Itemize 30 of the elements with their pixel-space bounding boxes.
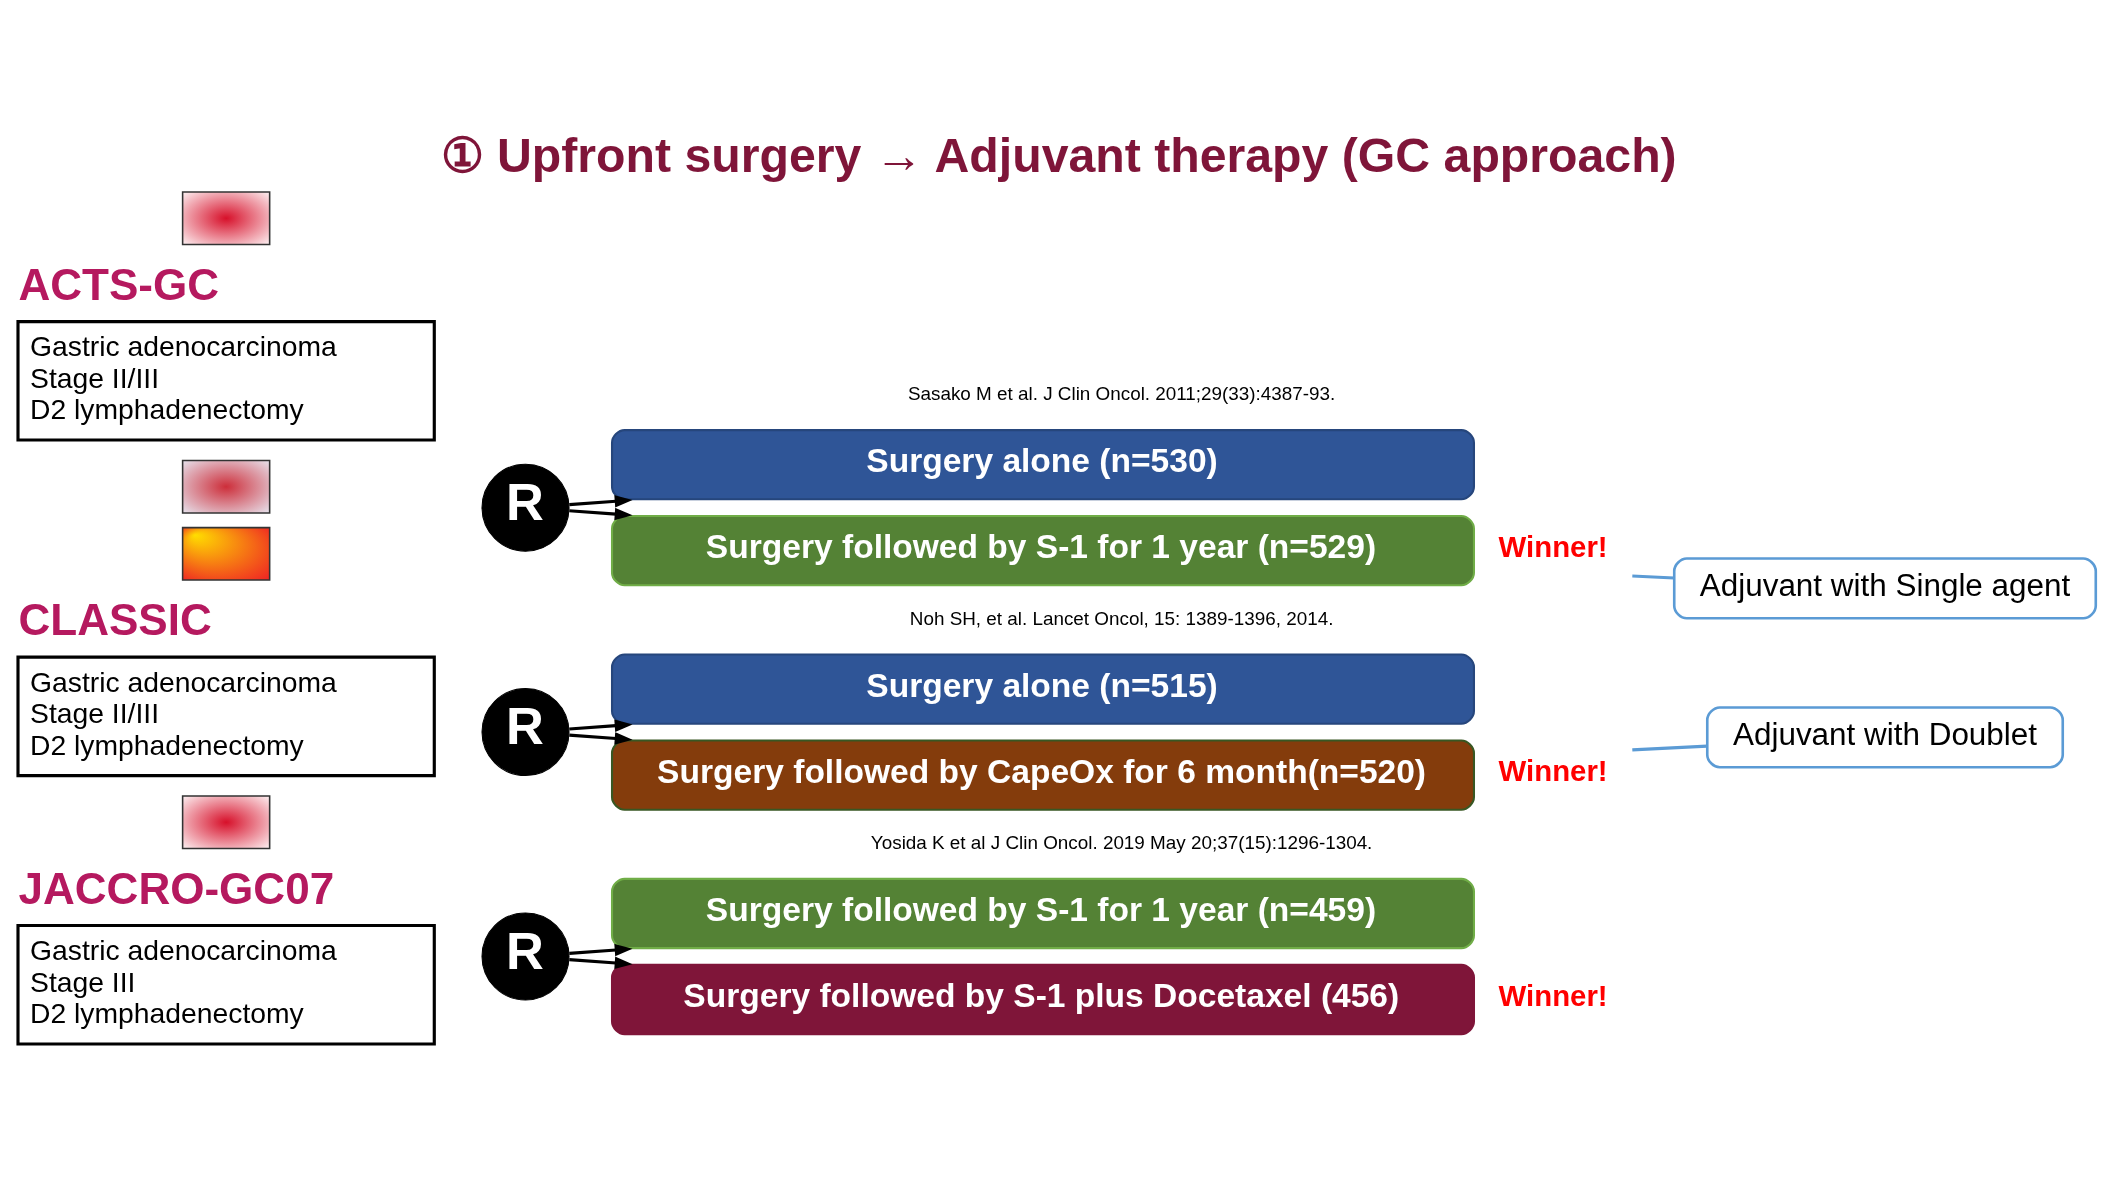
- arrow: [569, 956, 633, 969]
- node-label: Winner!: [1498, 529, 1608, 563]
- arrow: [569, 718, 633, 732]
- node-box: Gastric adenocarcinoma Stage II/III D2 lymphadenectomy: [16, 655, 436, 777]
- node-picture: [181, 190, 271, 245]
- node-circle: R: [481, 687, 570, 776]
- node-label: JACCRO-GC07: [18, 863, 335, 913]
- node-label: ACTS-GC: [18, 259, 220, 309]
- node-box: Gastric adenocarcinoma Stage III D2 lymphadenectomy: [16, 923, 436, 1046]
- node-box: Adjuvant with Doublet: [1705, 705, 2065, 768]
- node-label: Winner!: [1498, 753, 1608, 787]
- arrow: [569, 494, 633, 508]
- diagram-title: ① Upfront surgery → Adjuvant therapy (GC approach): [440, 127, 1677, 182]
- connector: [1632, 744, 1708, 751]
- node-picture: [181, 526, 271, 581]
- label: Yosida K et al J Clin Oncol. 2019 May 20;37(15):1296-1304.: [870, 831, 1373, 853]
- node-picture: [181, 794, 271, 849]
- node-box: Gastric adenocarcinoma Stage II/III D2 lymphadenectomy: [16, 319, 436, 442]
- label: Sasako M et al. J Clin Oncol. 2011;29(33):4387-93.: [907, 382, 1336, 404]
- node-circle: R: [481, 911, 570, 1001]
- node-picture: [181, 459, 271, 514]
- label: Noh SH, et al. Lancet Oncol, 15: 1389-1396, 2014.: [909, 607, 1334, 628]
- connector: [1632, 573, 1675, 580]
- node-box: Adjuvant with Single agent: [1672, 556, 2098, 620]
- node-circle: R: [481, 463, 570, 552]
- node-label: CLASSIC: [18, 594, 212, 644]
- arrow: [569, 731, 633, 745]
- node-label: Winner!: [1498, 978, 1608, 1012]
- arrow: [569, 943, 633, 956]
- arrow: [569, 507, 633, 520]
